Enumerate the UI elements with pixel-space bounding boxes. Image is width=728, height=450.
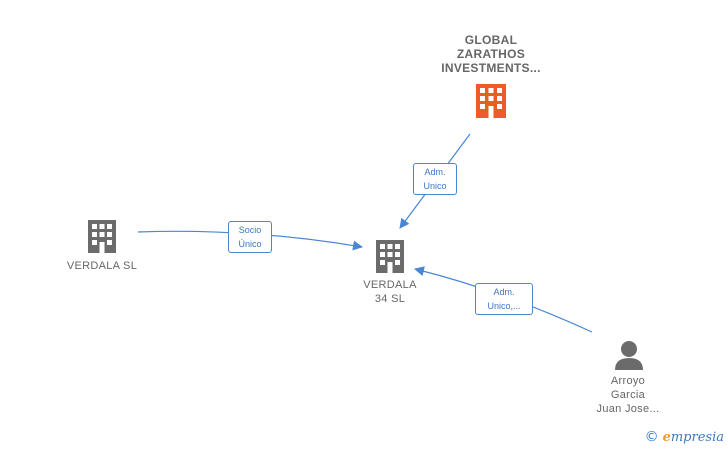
building-icon-verdala-sl[interactable] (88, 220, 116, 253)
node-label-verdala34[interactable]: VERDALA 34 SL (363, 279, 417, 305)
edge-label-verdala-sl: Socio Único (228, 221, 272, 253)
copyright-icon: © (644, 429, 659, 445)
brand-name: empresia (662, 429, 724, 445)
node-label-arroyo[interactable]: Arroyo Garcia Juan Jose... (596, 375, 660, 415)
edge-label-arroyo: Adm. Unico,... (475, 283, 533, 315)
empresia-logo[interactable]: © empresia (645, 429, 724, 445)
node-label-global[interactable]: GLOBAL ZARATHOS INVESTMENTS... (441, 33, 541, 75)
person-icon-arroyo[interactable] (615, 341, 643, 370)
node-label-verdala-sl[interactable]: VERDALA SL (66, 260, 138, 272)
building-icon-global[interactable] (476, 84, 506, 118)
building-icon-verdala34[interactable] (376, 240, 404, 273)
edge-label-global: Adm. Unico (413, 163, 457, 195)
